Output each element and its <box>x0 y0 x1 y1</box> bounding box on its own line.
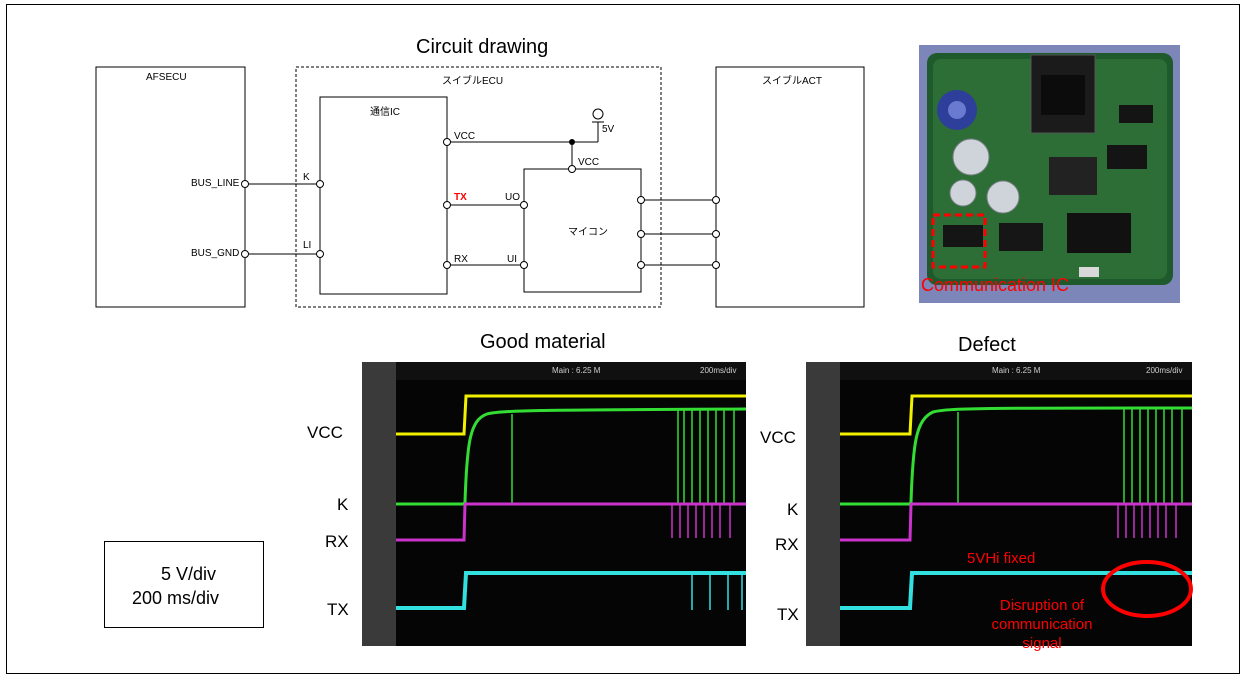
supply-terminal <box>592 108 604 120</box>
scope-defect-header-center: Main : 6.25 M <box>992 366 1041 375</box>
fixed-annotation: 5VHi fixed <box>967 550 1036 567</box>
disruption-line-1: Disruption of <box>999 597 1085 614</box>
defect-rx-label: RX <box>775 535 799 554</box>
good-vcc-label: VCC <box>307 423 343 442</box>
defect-title: Defect <box>958 334 1016 356</box>
ui-pin-label: UI <box>507 254 517 265</box>
bus-gnd-node <box>241 250 249 258</box>
supply-5v-label: 5V <box>602 124 615 135</box>
k-node <box>316 180 324 188</box>
swivel-ecu-box <box>295 66 662 308</box>
scope-defect: Main : 6.25 M 200ms/div <box>806 362 1192 646</box>
scope-defect-header-right: 200ms/div <box>1146 366 1183 375</box>
defect-tx-label: TX <box>777 605 799 624</box>
disruption-line-3: signal <box>1022 635 1062 652</box>
rx-pin-label: RX <box>454 254 468 265</box>
vcc-junction <box>569 139 575 145</box>
tx-node <box>443 201 451 209</box>
k-pin-label: K <box>303 172 310 183</box>
rx-node <box>443 261 451 269</box>
good-k-label: K <box>337 495 349 514</box>
bus-gnd-label: BUS_GND <box>191 248 240 259</box>
scale-box: 5 V/div 200 ms/div <box>104 541 264 628</box>
comm-ic-label: 通信IC <box>370 107 400 118</box>
comm-ic-callout-box <box>931 213 987 269</box>
good-material-title: Good material <box>480 331 606 353</box>
pcb-photo <box>919 45 1180 303</box>
scale-time: 200 ms/div <box>132 588 220 608</box>
swivel-act-box <box>715 66 865 308</box>
scope-defect-traces <box>840 394 1192 610</box>
ic-vcc-label: VCC <box>454 131 476 142</box>
disruption-annotation: Disruption of communication signal <box>968 596 1116 653</box>
scope-good-traces <box>396 394 746 610</box>
mcu-label: マイコン <box>568 227 608 238</box>
bus-line-node <box>241 180 249 188</box>
scale-volt: 5 V/div <box>161 564 217 584</box>
circuit-title: Circuit drawing <box>416 36 549 58</box>
bus-line-label: BUS_LINE <box>191 178 240 189</box>
ic-vcc-node <box>443 138 451 146</box>
uo-node <box>520 201 528 209</box>
scope-good-header-center: Main : 6.25 M <box>552 366 601 375</box>
uo-pin-label: UO <box>505 192 520 203</box>
good-tx-label: TX <box>327 600 349 619</box>
swivel-act-label: スイブルACT <box>762 76 822 87</box>
tx-pin-label: TX <box>454 192 467 203</box>
defect-vcc-label: VCC <box>760 428 796 447</box>
afsecu-label: AFSECU <box>146 72 187 83</box>
ui-node <box>520 261 528 269</box>
comm-ic-box <box>319 96 448 295</box>
scope-good: Main : 6.25 M 200ms/div <box>362 362 746 646</box>
mcu-vcc-node <box>568 165 576 173</box>
circuit-diagram <box>95 66 865 308</box>
li-pin-label: LI <box>303 240 312 251</box>
swivel-ecu-label: スイブルECU <box>442 76 504 87</box>
mcu-vcc-label: VCC <box>578 157 600 168</box>
disruption-line-2: communication <box>991 616 1093 633</box>
disruption-circle <box>1101 560 1193 618</box>
li-node <box>316 250 324 258</box>
scope-good-header-right: 200ms/div <box>700 366 737 375</box>
pcb-illustration <box>927 53 1173 285</box>
good-rx-label: RX <box>325 532 349 551</box>
comm-ic-callout-label: Communication IC <box>921 275 1070 295</box>
defect-k-label: K <box>787 500 799 519</box>
